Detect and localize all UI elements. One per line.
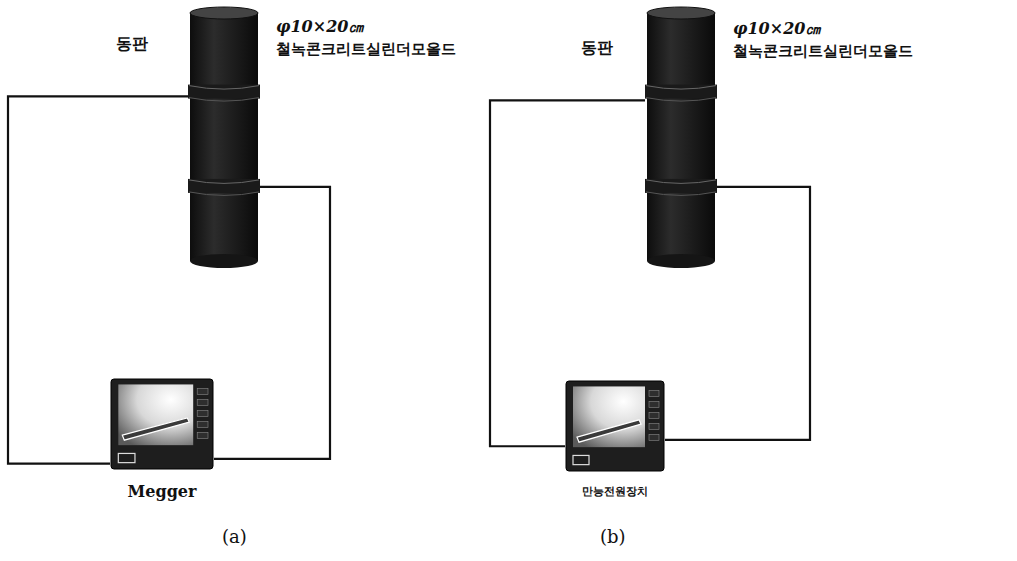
measuring-device: 만능전원장치 xyxy=(565,380,665,472)
meter-screen xyxy=(573,386,645,447)
device-outline xyxy=(110,378,214,470)
switch xyxy=(118,453,135,462)
cylinder-body xyxy=(645,7,717,268)
copper-plate xyxy=(645,85,717,99)
device-label: 만능전원장치 xyxy=(565,484,665,499)
cylinder-outline xyxy=(645,6,717,268)
device-body xyxy=(566,381,664,471)
device-outline xyxy=(565,380,665,472)
copper-plate xyxy=(645,179,717,193)
meter-needle xyxy=(577,420,641,442)
meter-needle xyxy=(122,418,189,440)
cylinder-outline xyxy=(188,6,260,268)
panel-label: (b) xyxy=(600,526,626,547)
mold-label: 철녹콘크리트실린더모올드 xyxy=(733,40,913,62)
device-label: Megger xyxy=(110,482,214,501)
cylinder-mold: φ10×20㎝철녹콘크리트실린더모올드 xyxy=(188,6,260,268)
dimension-label: φ10×20㎝ xyxy=(733,18,913,40)
cylinder-mold: φ10×20㎝철녹콘크리트실린더모올드 xyxy=(645,6,717,268)
meter-screen xyxy=(118,384,193,445)
dimension-label: φ10×20㎝ xyxy=(276,16,456,38)
panel-label: (a) xyxy=(222,526,247,547)
measuring-device: Megger xyxy=(110,378,214,470)
copper-plate xyxy=(188,85,260,99)
copper-plate xyxy=(188,179,260,193)
part-label: 동판 xyxy=(581,38,613,59)
mold-label: 철녹콘크리트실린더모올드 xyxy=(276,38,456,60)
switch xyxy=(573,455,589,464)
cylinder-body xyxy=(188,7,260,268)
device-body xyxy=(111,379,213,469)
part-label: 동판 xyxy=(116,34,148,55)
